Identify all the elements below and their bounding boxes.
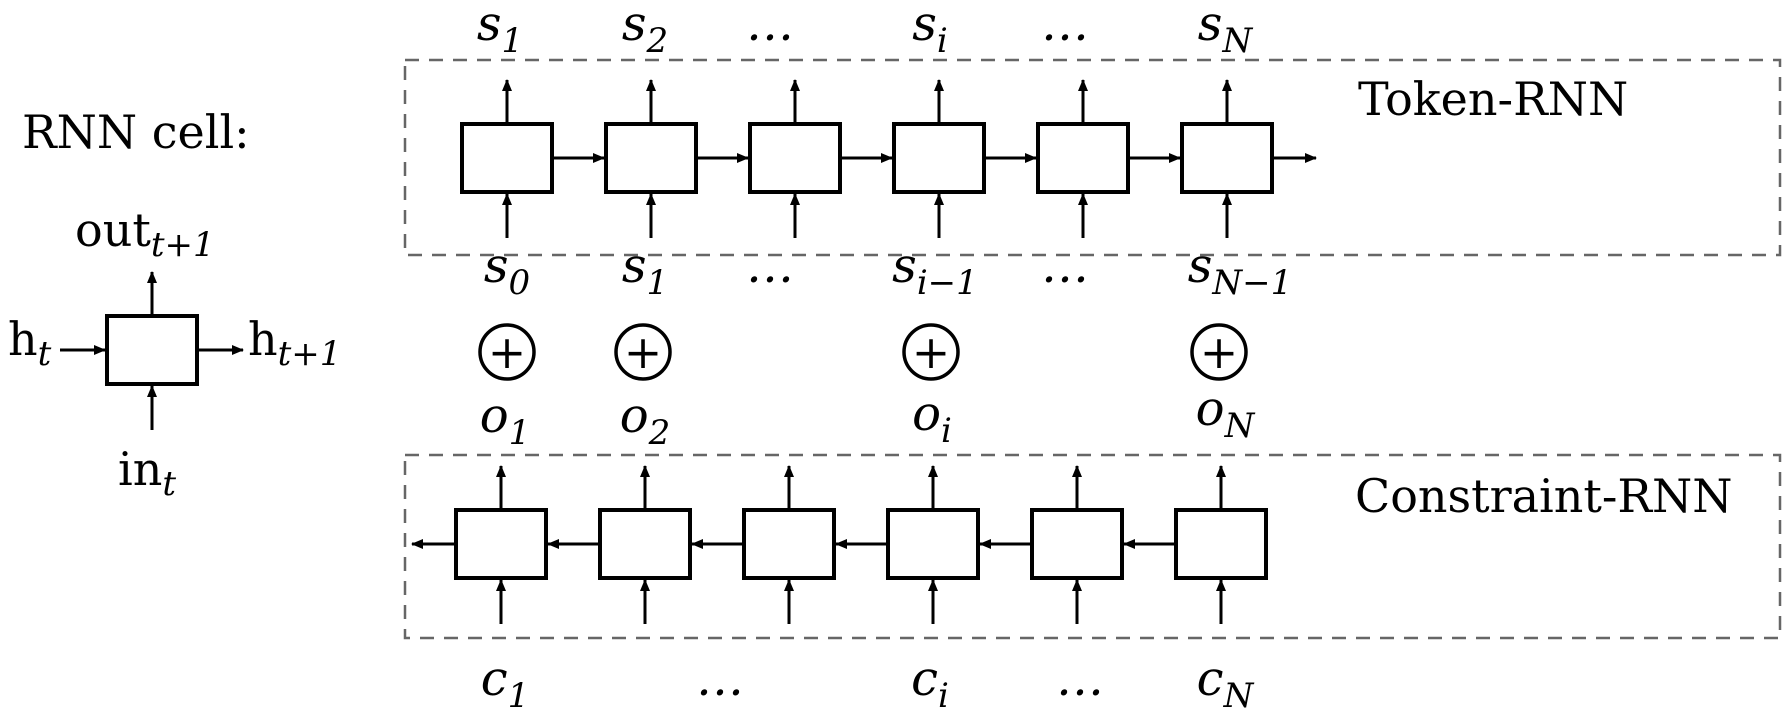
constraint-rnn-region [403,453,1782,640]
constraint-output-label: o2 [620,388,671,453]
constraint-input-label: c1 [481,651,530,716]
plus-circle [478,323,536,381]
constraint-rnn-label: Constraint-RNN [1355,469,1733,523]
token-rnn-label: Token-RNN [1358,72,1628,126]
constraint-output-labels: o1 o2 oi oN [480,381,1256,453]
constraint-input-label: … [696,651,744,707]
legend-h-in-label: ht [8,312,52,374]
token-rnn-cell [1180,122,1274,194]
token-output-label: s2 [622,0,668,61]
constraint-rnn-cell [742,508,836,580]
legend-in-label: int [118,442,176,504]
token-rnn-cell [748,122,842,194]
legend-rnn-cell: RNN cell: outt+1 ht ht+1 int [8,105,341,504]
token-input-label: s0 [484,238,530,303]
constraint-rnn-cell [454,508,548,580]
constraint-rnn-cell [1030,508,1124,580]
token-output-label: … [1041,0,1089,52]
token-rnn-cell [604,122,698,194]
legend-cell-box [105,314,199,386]
plus-operators: + + + + [478,323,1248,381]
token-output-label: s1 [477,0,523,61]
token-input-label: s1 [622,238,668,303]
plus-circle [902,323,960,381]
constraint-rnn-cell [886,508,980,580]
plus-sign: + [488,325,527,379]
plus-circle [614,323,672,381]
token-rnn-row [460,79,1317,238]
constraint-input-label: cN [1197,651,1255,716]
plus-sign: + [912,325,951,379]
constraint-rnn-row [411,465,1268,624]
plus-sign: + [1200,325,1239,379]
token-output-label: … [746,0,794,52]
legend-title: RNN cell: [22,105,250,159]
constraint-rnn-cell [598,508,692,580]
token-input-label: si−1 [892,238,978,303]
constraint-output-label: oN [1196,381,1256,446]
constraint-output-label: oi [912,386,952,451]
token-rnn-cell [892,122,986,194]
token-rnn-region [403,58,1782,257]
token-input-labels: s0 s1 … si−1 … sN−1 [484,238,1292,303]
token-output-labels: s1 s2 … si … sN [477,0,1254,61]
token-output-label: sN [1198,0,1254,61]
plus-sign: + [624,325,663,379]
plus-circle [1190,323,1248,381]
constraint-input-label: ci [911,651,949,716]
token-rnn-cell [460,122,554,194]
constraint-output-label: o1 [480,388,531,453]
constraint-input-label: … [1056,651,1104,707]
legend-h-out-label: ht+1 [248,312,341,374]
token-rnn-cell [1036,122,1130,194]
constraint-input-labels: c1 … ci … cN [481,651,1255,716]
token-output-label: si [912,0,948,61]
token-input-label: … [1041,238,1089,294]
constraint-rnn-cell [1174,508,1268,580]
token-input-label: sN−1 [1188,238,1293,303]
token-input-label: … [746,238,794,294]
legend-out-label: outt+1 [75,203,215,265]
